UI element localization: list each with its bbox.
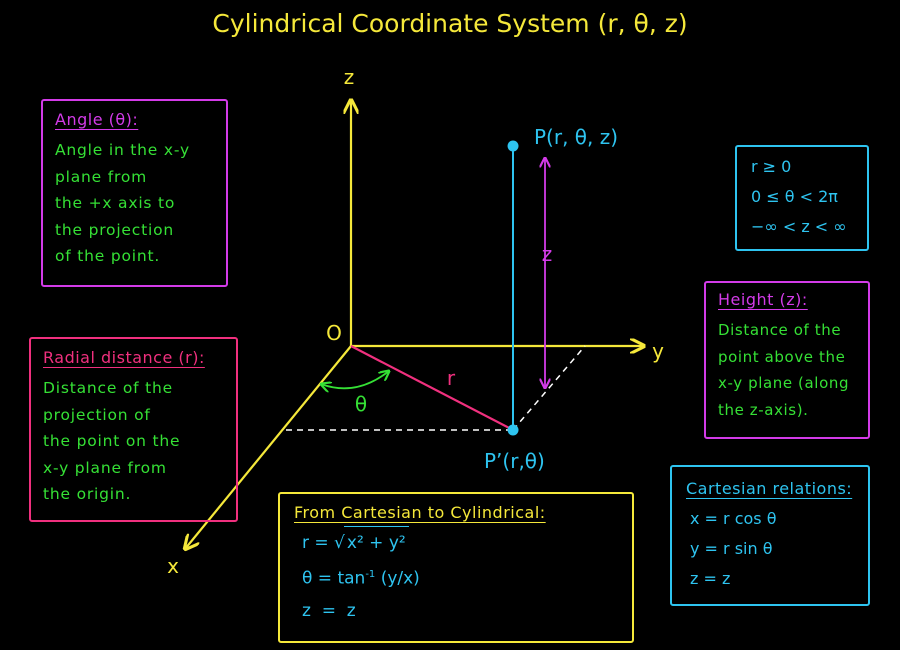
angle-box-line: Angle in the x-y <box>55 141 190 159</box>
radial-line <box>350 345 514 431</box>
range-line: 0 ≤ θ < 2π <box>751 187 838 206</box>
theta-formula-exponent: -1 <box>365 569 376 580</box>
angle-box-heading: Angle (θ): <box>55 110 139 129</box>
radial-info-box: Radial distance (r): Distance of the pro… <box>29 337 238 522</box>
angle-box-line: of the point. <box>55 247 161 265</box>
x-axis-label: x <box>167 554 179 578</box>
height-box-line: Distance of the <box>718 321 842 339</box>
height-box-heading: Height (z): <box>718 290 808 309</box>
height-box-line: point above the <box>718 347 846 366</box>
radial-box-line: x-y plane from <box>43 458 167 477</box>
point-p-label: P(r, θ, z) <box>534 125 618 149</box>
theta-arc <box>321 371 389 388</box>
radial-box-line: the origin. <box>43 485 132 503</box>
radial-box-line: the point on the <box>43 432 181 450</box>
r-formula-radicand: x² + y² <box>343 526 409 559</box>
angle-box-line: the projection <box>55 220 174 239</box>
height-box-line: the z-axis). <box>718 400 809 419</box>
radial-box-text: Distance of the projection of the point … <box>43 375 224 508</box>
theta-formula: θ = tan-1 (y/x) <box>294 559 618 595</box>
theta-formula-rhs: (y/x) <box>375 568 420 589</box>
angle-box-line: the +x axis to <box>55 194 176 212</box>
theta-label: θ <box>355 392 367 416</box>
origin-label: O <box>326 321 342 345</box>
r-formula: r = √x² + y² <box>294 526 618 559</box>
range-box: r ≥ 0 0 ≤ θ < 2π −∞ < z < ∞ <box>735 145 869 251</box>
height-box-text: Distance of the point above the x-y plan… <box>718 317 856 423</box>
projection-dash-y <box>512 345 586 431</box>
angle-box-text: Angle in the x-y plane from the +x axis … <box>55 137 214 270</box>
cartesian-relations-box: Cartesian relations: x = r cos θ y = r s… <box>670 465 870 606</box>
point-p <box>507 140 519 152</box>
relation-line: x = r cos θ <box>690 509 777 528</box>
range-line: −∞ < z < ∞ <box>751 217 847 236</box>
height-info-box: Height (z): Distance of the point above … <box>704 281 870 439</box>
range-line: r ≥ 0 <box>751 157 792 176</box>
z-formula: z = z <box>302 600 356 621</box>
height-box-line: x-y plane (along <box>718 374 850 392</box>
angle-info-box: Angle (θ): Angle in the x-y plane from t… <box>41 99 228 287</box>
y-axis-label: y <box>652 339 664 363</box>
angle-box-line: plane from <box>55 167 148 186</box>
theta-formula-lhs: θ = tan <box>302 568 366 589</box>
relation-line: y = r sin θ <box>690 539 773 558</box>
radial-box-heading: Radial distance (r): <box>43 348 205 367</box>
from-cartesian-heading: From Cartesian to Cylindrical: <box>294 503 546 522</box>
z-axis-label: z <box>344 65 355 89</box>
cartesian-relations-heading: Cartesian relations: <box>686 479 853 498</box>
height-label: z <box>542 242 553 266</box>
point-p-prime <box>507 424 519 436</box>
radial-box-line: projection of <box>43 405 151 424</box>
relation-line: z = z <box>690 569 731 588</box>
point-p-prime-label: P’(r,θ) <box>484 449 545 473</box>
radial-box-line: Distance of the <box>43 379 174 397</box>
radial-label: r <box>447 366 456 390</box>
sqrt-icon: √ <box>334 533 345 553</box>
page-title: Cylindrical Coordinate System (r, θ, z) <box>212 9 687 38</box>
r-formula-lhs: r = <box>302 533 329 553</box>
from-cartesian-box: From Cartesian to Cylindrical: r = √x² +… <box>278 492 634 643</box>
